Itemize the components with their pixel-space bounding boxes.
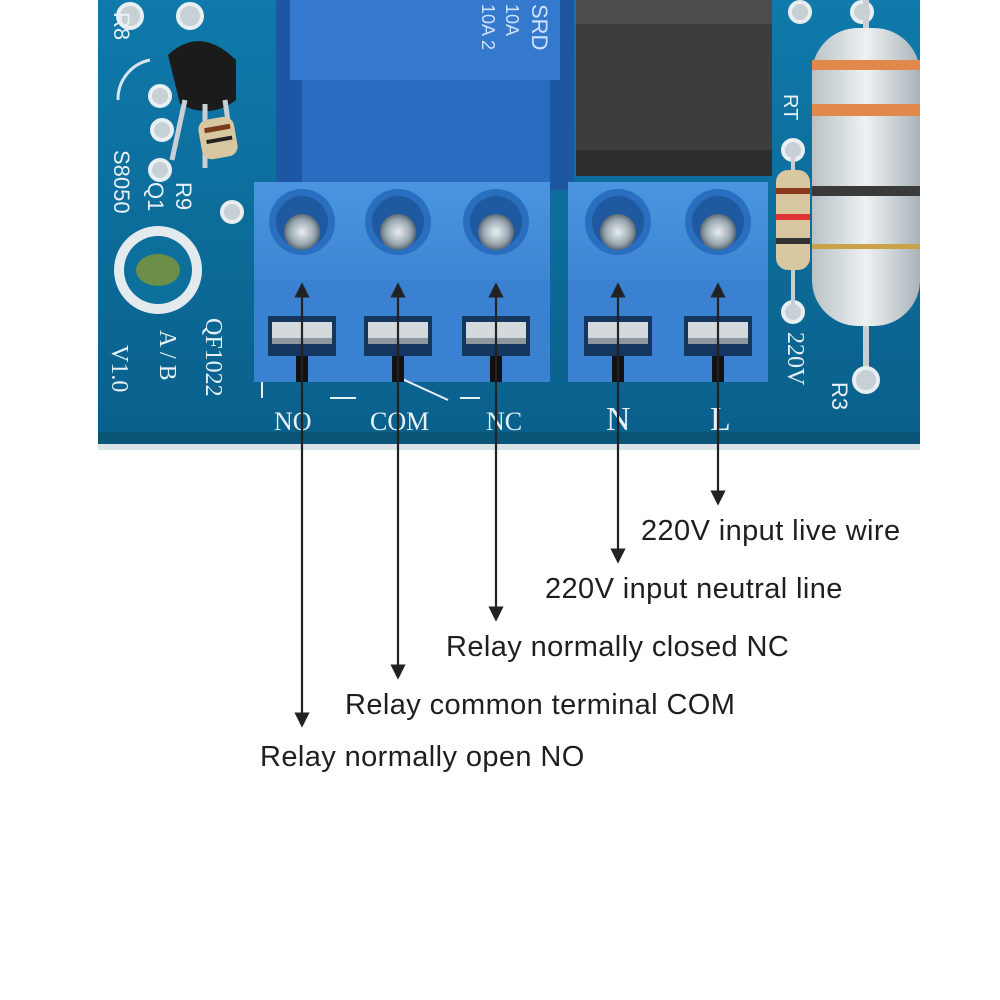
relay-text-3: SRD <box>527 4 552 50</box>
power-module <box>576 0 772 176</box>
callout-normally-closed: Relay normally closed NC <box>446 631 790 663</box>
label-transistor: S8050 <box>109 150 134 214</box>
relay-component <box>276 0 574 190</box>
mounting-hole <box>114 226 202 314</box>
label-r9: R9 <box>171 182 196 210</box>
label-q1: Q1 <box>143 182 168 211</box>
relay-text-1: 10A 2 <box>478 4 498 50</box>
terminal-label-l: L <box>710 401 731 438</box>
label-model: QF1022 <box>200 318 226 397</box>
relay-text-2: 10A <box>502 4 522 36</box>
terminal-label-com: COM <box>370 407 429 436</box>
terminal-silkscreen <box>261 377 480 401</box>
label-rt: RT <box>779 94 801 120</box>
callout-normally-open: Relay normally open NO <box>260 741 585 773</box>
terminal-label-no: NO <box>274 407 312 436</box>
callout-neutral-line: 220V input neutral line <box>545 573 843 605</box>
terminal-label-nc: NC <box>486 407 522 436</box>
label-ab: A / B <box>154 330 180 381</box>
callout-common-terminal: Relay common terminal COM <box>345 689 736 721</box>
label-r3: R3 <box>827 382 852 410</box>
callout-live-wire: 220V input live wire <box>641 515 901 547</box>
callout-arrows <box>294 282 726 728</box>
label-version: V1.0 <box>106 345 132 392</box>
power-resistor <box>812 0 920 394</box>
label-r8: R8 <box>109 12 134 40</box>
resistor-r9 <box>198 116 238 160</box>
resistor-small <box>776 150 810 312</box>
label-220v: 220V <box>782 332 808 386</box>
